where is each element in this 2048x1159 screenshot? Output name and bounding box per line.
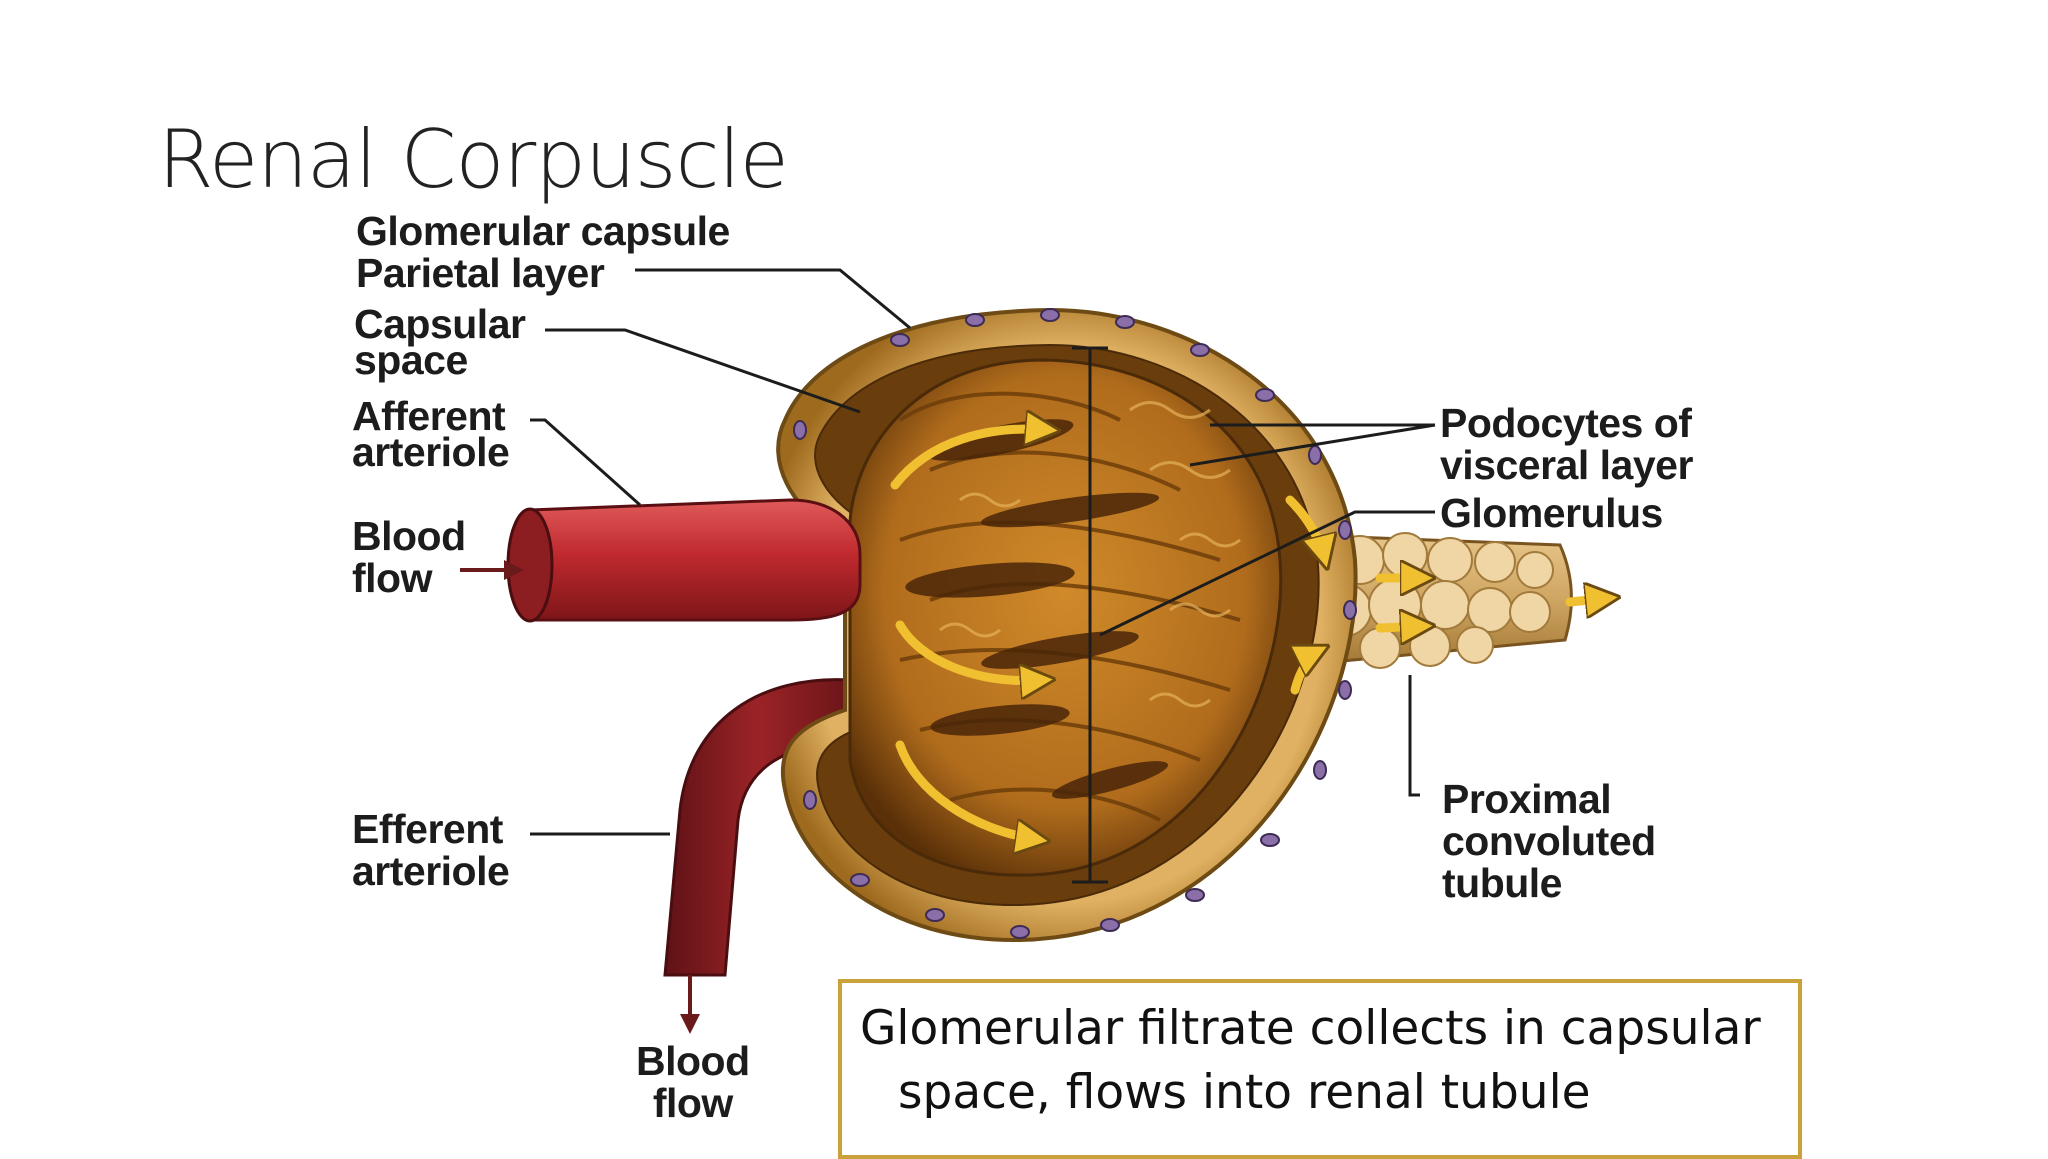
glomerulus-shape [848,358,1283,877]
afferent-arteriole-shape [528,498,862,622]
leader-lines [530,268,1436,836]
label-glomerular-capsule: Glomerular capsule Parietal layer [356,208,730,296]
afferent-arteriole-opening [506,507,554,623]
proximal-tubule-shape [1298,532,1573,669]
filtrate-flow-arrows [890,429,1610,840]
label-podocytes: Podocytes of visceral layer [1440,400,1693,488]
label-capsular-space: Capsular space [354,301,526,383]
scale-bar [1072,346,1108,884]
slide-title: Renal Corpuscle [158,113,789,206]
label-parietal-layer: Parietal layer [356,250,605,296]
label-blood-flow-in: Blood flow [352,513,466,601]
callout-line-1: Glomerular filtrate collects in capsular [860,1001,1761,1056]
label-afferent-arteriole: Afferent arteriole [352,393,510,475]
label-glomerulus: Glomerulus [1440,490,1663,536]
filtrate-callout-box: Glomerular filtrate collects in capsular… [838,979,1802,1159]
label-efferent-arteriole: Efferent arteriole [352,806,510,894]
callout-line-2: space, flows into renal tubule [898,1065,1591,1120]
label-proximal-convoluted-tubule: Proximal convoluted tubule [1442,776,1656,906]
label-blood-flow-out: Blood flow [636,1038,750,1126]
